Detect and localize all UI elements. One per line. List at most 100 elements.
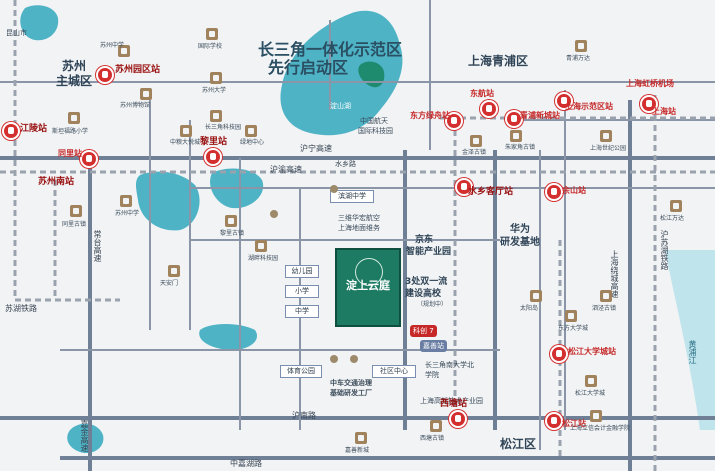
poi-name: 中粮大悦城: [170, 139, 201, 146]
sifang-1: 三维华宏航空: [338, 214, 380, 222]
station-xitang[interactable]: 西塘站: [440, 399, 468, 409]
poi-name: 西塘古镇: [420, 435, 445, 442]
station-hongqiao[interactable]: 上海虹桥机场: [626, 79, 674, 88]
road-label-shuixiang: 水乡路: [335, 160, 356, 168]
station-jiangling-icon[interactable]: [2, 122, 20, 140]
sanjiao-2: 学院: [425, 371, 439, 379]
poi-name: 长三角科技园: [205, 124, 242, 131]
poi-name: 嘉善新城: [345, 447, 370, 454]
road-label-suhu: 苏湖铁路: [5, 304, 37, 313]
poi-icon: [565, 310, 577, 322]
station-tongli[interactable]: 同里站: [58, 149, 82, 158]
station-dongfang[interactable]: 东方绿舟站: [410, 111, 450, 120]
poi-icon: [68, 112, 80, 124]
station-xitang-icon[interactable]: [449, 410, 467, 428]
lake-tongli: [136, 171, 200, 231]
poi-name: 泗泾古镇: [592, 305, 617, 312]
youshan-2: 国际科技园: [358, 127, 393, 135]
station-qingpu[interactable]: 青浦新城站: [520, 111, 560, 120]
poi-name: 同里古镇: [62, 221, 87, 228]
station-sheshan-icon[interactable]: [545, 183, 563, 201]
region-suzhou-2: 主城区: [56, 74, 93, 88]
univ-label-1: 3处双一流: [405, 277, 448, 287]
project-logo-icon: [355, 258, 383, 286]
poi-name: 国际学校: [198, 43, 223, 50]
station-donghang-icon[interactable]: [480, 100, 498, 118]
jingdong-label-2: 智能产业园: [406, 247, 452, 257]
station-sheshan[interactable]: 余山站: [562, 186, 586, 195]
pin-icon: [330, 185, 338, 193]
station-songjiang[interactable]: 松江站: [562, 419, 586, 428]
jingdong-label-1: 京东: [415, 235, 434, 245]
road-label-huqing: 沪苏湖铁路: [660, 230, 669, 270]
poi-icon: [140, 88, 152, 100]
poi-name: 松江万达: [660, 215, 685, 222]
poi-name: 上海立信会计金融学院: [570, 425, 631, 432]
station-suzhou-south-icon[interactable]: [80, 150, 98, 168]
huawei-label-2: 研发基地: [500, 237, 540, 248]
poi-name: 苏州中学: [115, 210, 140, 217]
lake-south: [67, 423, 104, 454]
station-lili[interactable]: 黎里站: [200, 137, 228, 147]
facility-box: 小学: [285, 285, 319, 298]
poi-icon: [575, 40, 587, 52]
poi-icon: [590, 410, 602, 422]
poi-icon: [510, 130, 522, 142]
station-donghang[interactable]: 东航站: [470, 89, 494, 98]
road-label-zhujia: 中嘉湖路: [230, 459, 262, 468]
poi-icon: [600, 290, 612, 302]
poi-name: 金泽古镇: [462, 149, 487, 156]
station-shifan[interactable]: 上海示范区站: [565, 102, 613, 111]
station-shuixiang-icon[interactable]: [455, 178, 473, 196]
road-label-changtai: 常台高速: [93, 230, 102, 262]
road-label-huangpu: 黄浦江: [688, 340, 697, 364]
poi-icon: [530, 290, 542, 302]
facility-box: 幼儿园: [285, 265, 319, 278]
station-sjdx[interactable]: 松江大学城站: [568, 347, 616, 356]
poi-icon: [670, 200, 682, 212]
station-suzhou-park[interactable]: 苏州园区站: [115, 65, 161, 75]
poi-name: 朱家角古镇: [505, 144, 536, 151]
zhongche-2: 基础研发工厂: [330, 389, 372, 397]
station-shanghai[interactable]: 上海站: [652, 107, 676, 116]
station-shuixiang[interactable]: 水乡客厅站: [468, 187, 514, 197]
gaoxin-label: 上海高新技术产业园: [420, 397, 483, 405]
poi-icon: [430, 420, 442, 432]
poi-icon: [118, 45, 130, 57]
poi-icon: [206, 28, 218, 40]
station-shifan-icon[interactable]: [555, 92, 573, 110]
station-jiangling[interactable]: 江陵站: [20, 124, 48, 134]
project-name: 淀上云庭: [346, 279, 390, 292]
station-dongfang-icon[interactable]: [445, 112, 463, 130]
river-huangpu: [665, 250, 715, 430]
road-label-jingjiao: 嘉金高速: [80, 420, 89, 452]
huawei-label-1: 华为: [510, 224, 530, 235]
pin-icon: [270, 210, 278, 218]
univ-label-3: （规划中）: [417, 301, 448, 308]
univ-label-2: 建设高校: [405, 289, 442, 299]
poi-icon: [70, 205, 82, 217]
poi-name: 太阳岛: [520, 305, 539, 312]
road-label-huyu: 沪渝高速: [270, 165, 302, 174]
lake-north: [20, 5, 59, 41]
region-title-1: 长三角一体化示范区: [258, 40, 403, 59]
region-title-2: 先行启动区: [268, 58, 349, 77]
project-site[interactable]: 淀上云庭: [335, 248, 401, 327]
facility-box: 社区中心: [372, 365, 416, 378]
poi-name: 黎里古镇: [220, 230, 245, 237]
station-suzhou-park-icon[interactable]: [96, 66, 114, 84]
station-songjiang-icon[interactable]: [545, 412, 563, 430]
poi-name: 苏州中学: [100, 42, 125, 49]
station-suzhou-south[interactable]: 苏州南站: [38, 177, 75, 187]
station-qingpu-icon[interactable]: [505, 110, 523, 128]
station-sjdx-icon[interactable]: [550, 345, 568, 363]
badge-plate: 嘉善站: [420, 340, 447, 352]
poi-icon: [585, 375, 597, 387]
station-hongqiao-icon[interactable]: [640, 95, 658, 113]
station-lili-icon[interactable]: [204, 148, 222, 166]
rail-suhu: [13, 0, 120, 302]
road-label-huinan: 沪南路: [292, 411, 316, 420]
poi-icon: [180, 125, 192, 137]
